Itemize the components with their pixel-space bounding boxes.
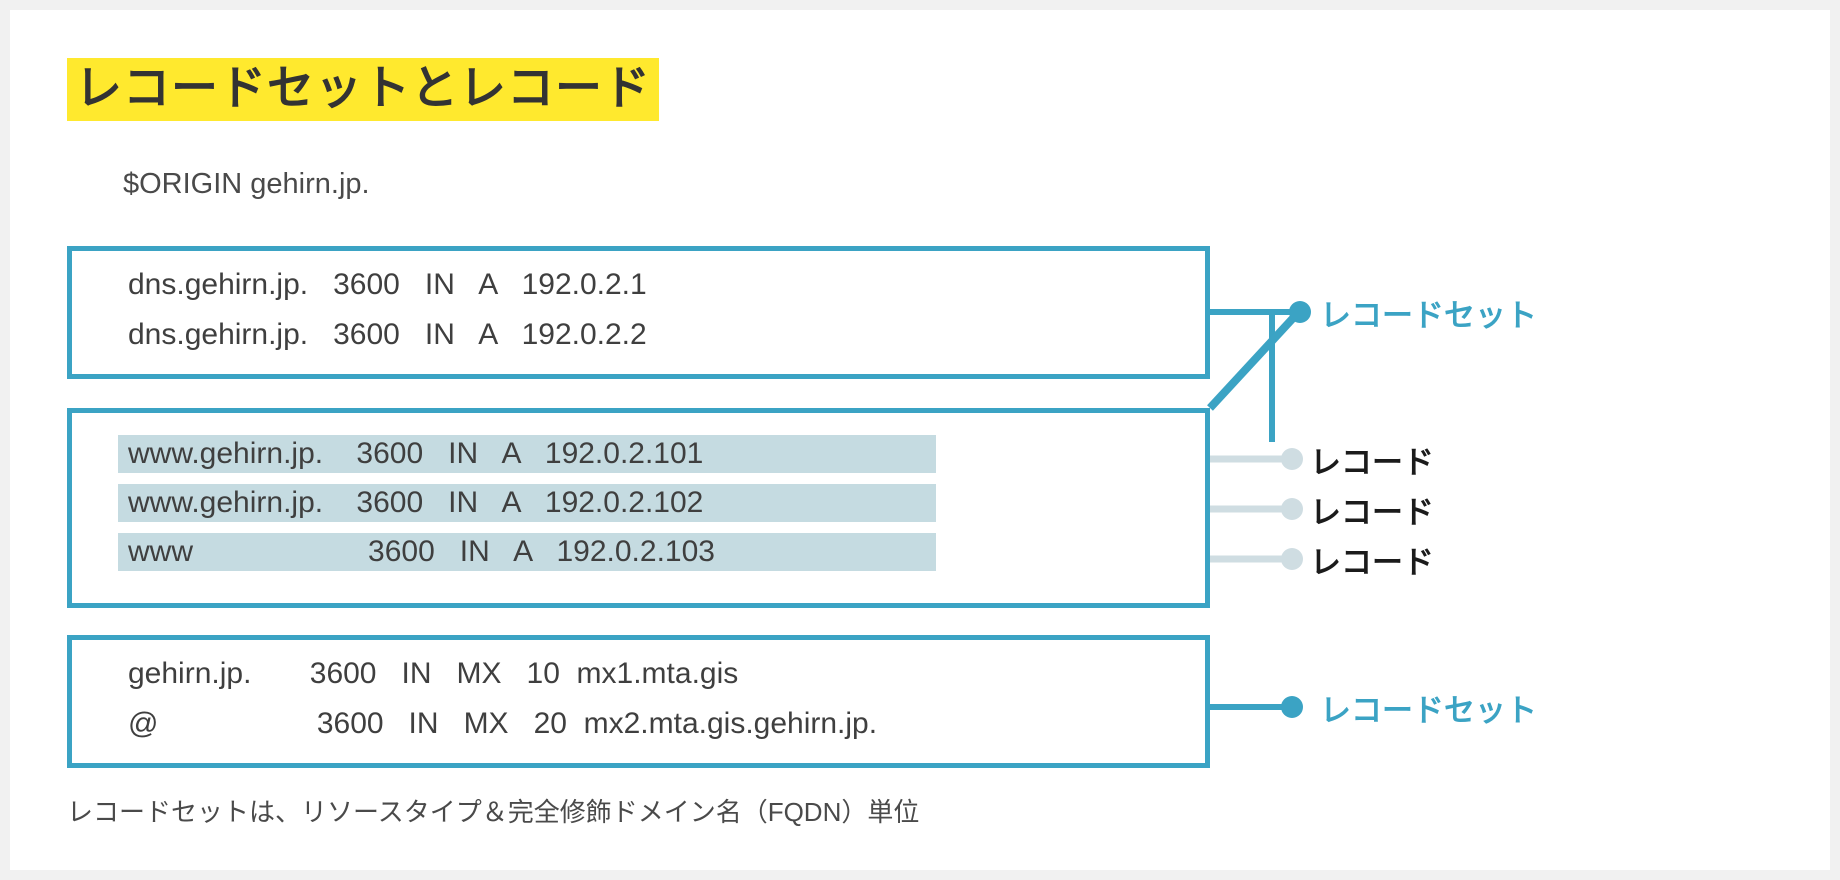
callout-label-recordset-top: レコードセット (1320, 298, 1537, 333)
record-line: www.gehirn.jp. 3600 IN A 192.0.2.101 (128, 437, 704, 470)
leader-dot-record-2 (1281, 498, 1303, 520)
leader-dot-record-1 (1281, 448, 1303, 470)
record-row: www.gehirn.jp. 3600 IN A 192.0.2.102 (118, 484, 936, 522)
leader-path-recordset-top-diagonal (1207, 313, 1298, 411)
leader-dot-record-3 (1281, 548, 1303, 570)
callout-label-record-1: レコード (1310, 445, 1434, 480)
record-line: dns.gehirn.jp. 3600 IN A 192.0.2.2 (128, 318, 647, 351)
record-line: www 3600 IN A 192.0.2.103 (128, 535, 715, 568)
record-line: @ 3600 IN MX 20 mx2.mta.gis.gehirn.jp. (128, 707, 878, 740)
recordset-box-mx: gehirn.jp. 3600 IN MX 10 mx1.mta.gis @ 3… (67, 635, 1210, 768)
callout-label-record-2: レコード (1310, 495, 1434, 530)
callout-label-record-3: レコード (1310, 545, 1434, 580)
origin-directive: $ORIGIN gehirn.jp. (123, 168, 370, 200)
record-line: gehirn.jp. 3600 IN MX 10 mx1.mta.gis (128, 657, 739, 690)
recordset-box-dns: dns.gehirn.jp. 3600 IN A 192.0.2.1 dns.g… (67, 246, 1210, 379)
page-title: レコードセットとレコード (67, 58, 659, 121)
callout-label-recordset-bottom: レコードセット (1320, 693, 1537, 728)
footer-caption: レコードセットは、リソースタイプ＆完全修飾ドメイン名（FQDN）単位 (67, 797, 920, 827)
record-line: dns.gehirn.jp. 3600 IN A 192.0.2.1 (128, 268, 647, 301)
recordset-box-www: www.gehirn.jp. 3600 IN A 192.0.2.101 www… (67, 408, 1210, 608)
leader-path-recordset-top (1210, 309, 1275, 442)
leader-dot-recordset-top (1289, 301, 1311, 323)
record-line: www.gehirn.jp. 3600 IN A 192.0.2.102 (128, 486, 704, 519)
slide-canvas: レコードセットとレコード $ORIGIN gehirn.jp. dns.gehi… (10, 10, 1830, 870)
record-row: www 3600 IN A 192.0.2.103 (118, 533, 936, 571)
leader-dot-recordset-bottom (1281, 696, 1303, 718)
record-row: www.gehirn.jp. 3600 IN A 192.0.2.101 (118, 435, 936, 473)
